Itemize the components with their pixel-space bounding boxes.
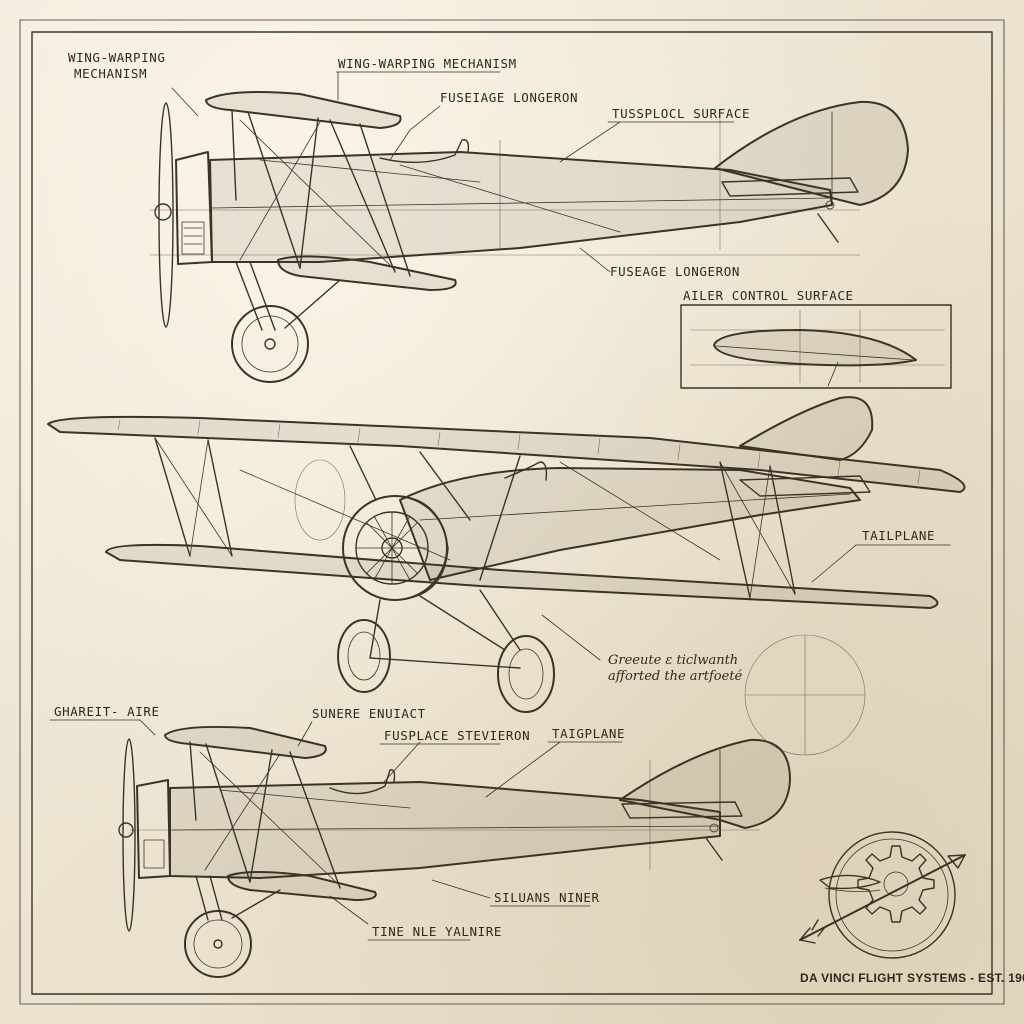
label-fusplace: FUSPLACE STEVIERON xyxy=(384,728,530,743)
tailplane-top xyxy=(721,177,859,197)
tail-fin-bottom xyxy=(619,738,791,829)
bottom-side-view xyxy=(118,725,791,978)
tailplane-bottom xyxy=(621,801,743,819)
fuselage-top xyxy=(209,151,833,263)
label-center-note-2: afforted the artfoeté xyxy=(608,669,743,684)
aileron-detail xyxy=(680,304,952,389)
label-tail-surface-top: TUSSPLOCL SURFACE xyxy=(612,106,750,121)
lower-wing-mid xyxy=(105,543,939,609)
construction-lines xyxy=(130,110,866,870)
outer-border xyxy=(19,19,1005,1005)
label-chassis: GHAREIT- AIRE xyxy=(54,704,160,719)
upper-wing-mid xyxy=(47,415,966,493)
label-wing-warping-left-1: WING-WARPING xyxy=(68,50,166,65)
label-siluans: SILUANS NINER xyxy=(494,890,600,905)
label-sunere: SUNERE ENUIACT xyxy=(312,706,426,721)
lower-wing-bottom xyxy=(227,871,377,901)
middle-perspective-view xyxy=(47,396,966,713)
tail-fin-top xyxy=(714,100,909,206)
inner-border xyxy=(31,31,993,995)
fuselage-mid xyxy=(399,467,861,581)
propeller-bottom xyxy=(122,738,136,932)
engine-cowl-bottom xyxy=(136,779,171,879)
label-wing-warping-top: WING-WARPING MECHANISM xyxy=(338,56,517,71)
label-tine: TINE NLE YALNIRE xyxy=(372,924,502,939)
lower-wing-top xyxy=(277,255,457,291)
leader-lines xyxy=(139,71,857,925)
fuselage-bottom xyxy=(169,781,721,879)
label-fuselage-longeron-mid: FUSEAGE LONGERON xyxy=(610,264,740,279)
label-wing-warping-left-2: MECHANISM xyxy=(74,66,147,81)
engine-cowl-top xyxy=(175,151,213,265)
label-tailplane-mid: TAILPLANE xyxy=(862,528,935,543)
gear-arrow-emblem xyxy=(799,831,966,959)
wheel-top xyxy=(231,305,309,383)
label-tailplane-bottom: TAIGPLANE xyxy=(552,726,625,741)
top-side-view xyxy=(154,91,909,383)
annotations: WING-WARPING MECHANISM WING-WARPING MECH… xyxy=(49,50,1024,985)
brand-caption: DA VINCI FLIGHT SYSTEMS - EST. 1903 xyxy=(800,971,1024,985)
upper-wing-top xyxy=(205,91,402,129)
label-center-note-1: Greeute ɛ ticlwanth xyxy=(608,653,738,668)
tail-fin-mid xyxy=(739,396,874,461)
label-aileron-control: AILER CONTROL SURFACE xyxy=(683,288,854,303)
left-wheel-mid xyxy=(337,619,391,693)
right-wheel-mid xyxy=(497,635,555,713)
propeller-top xyxy=(158,102,174,328)
tailplane-mid xyxy=(739,475,871,497)
cockpit-top xyxy=(379,139,470,164)
wheel-bottom xyxy=(184,910,252,978)
aileron-detail-box xyxy=(680,304,952,389)
upper-wing-bottom xyxy=(164,725,327,759)
label-fuselage-longeron-top: FUSEIAGE LONGERON xyxy=(440,90,578,105)
